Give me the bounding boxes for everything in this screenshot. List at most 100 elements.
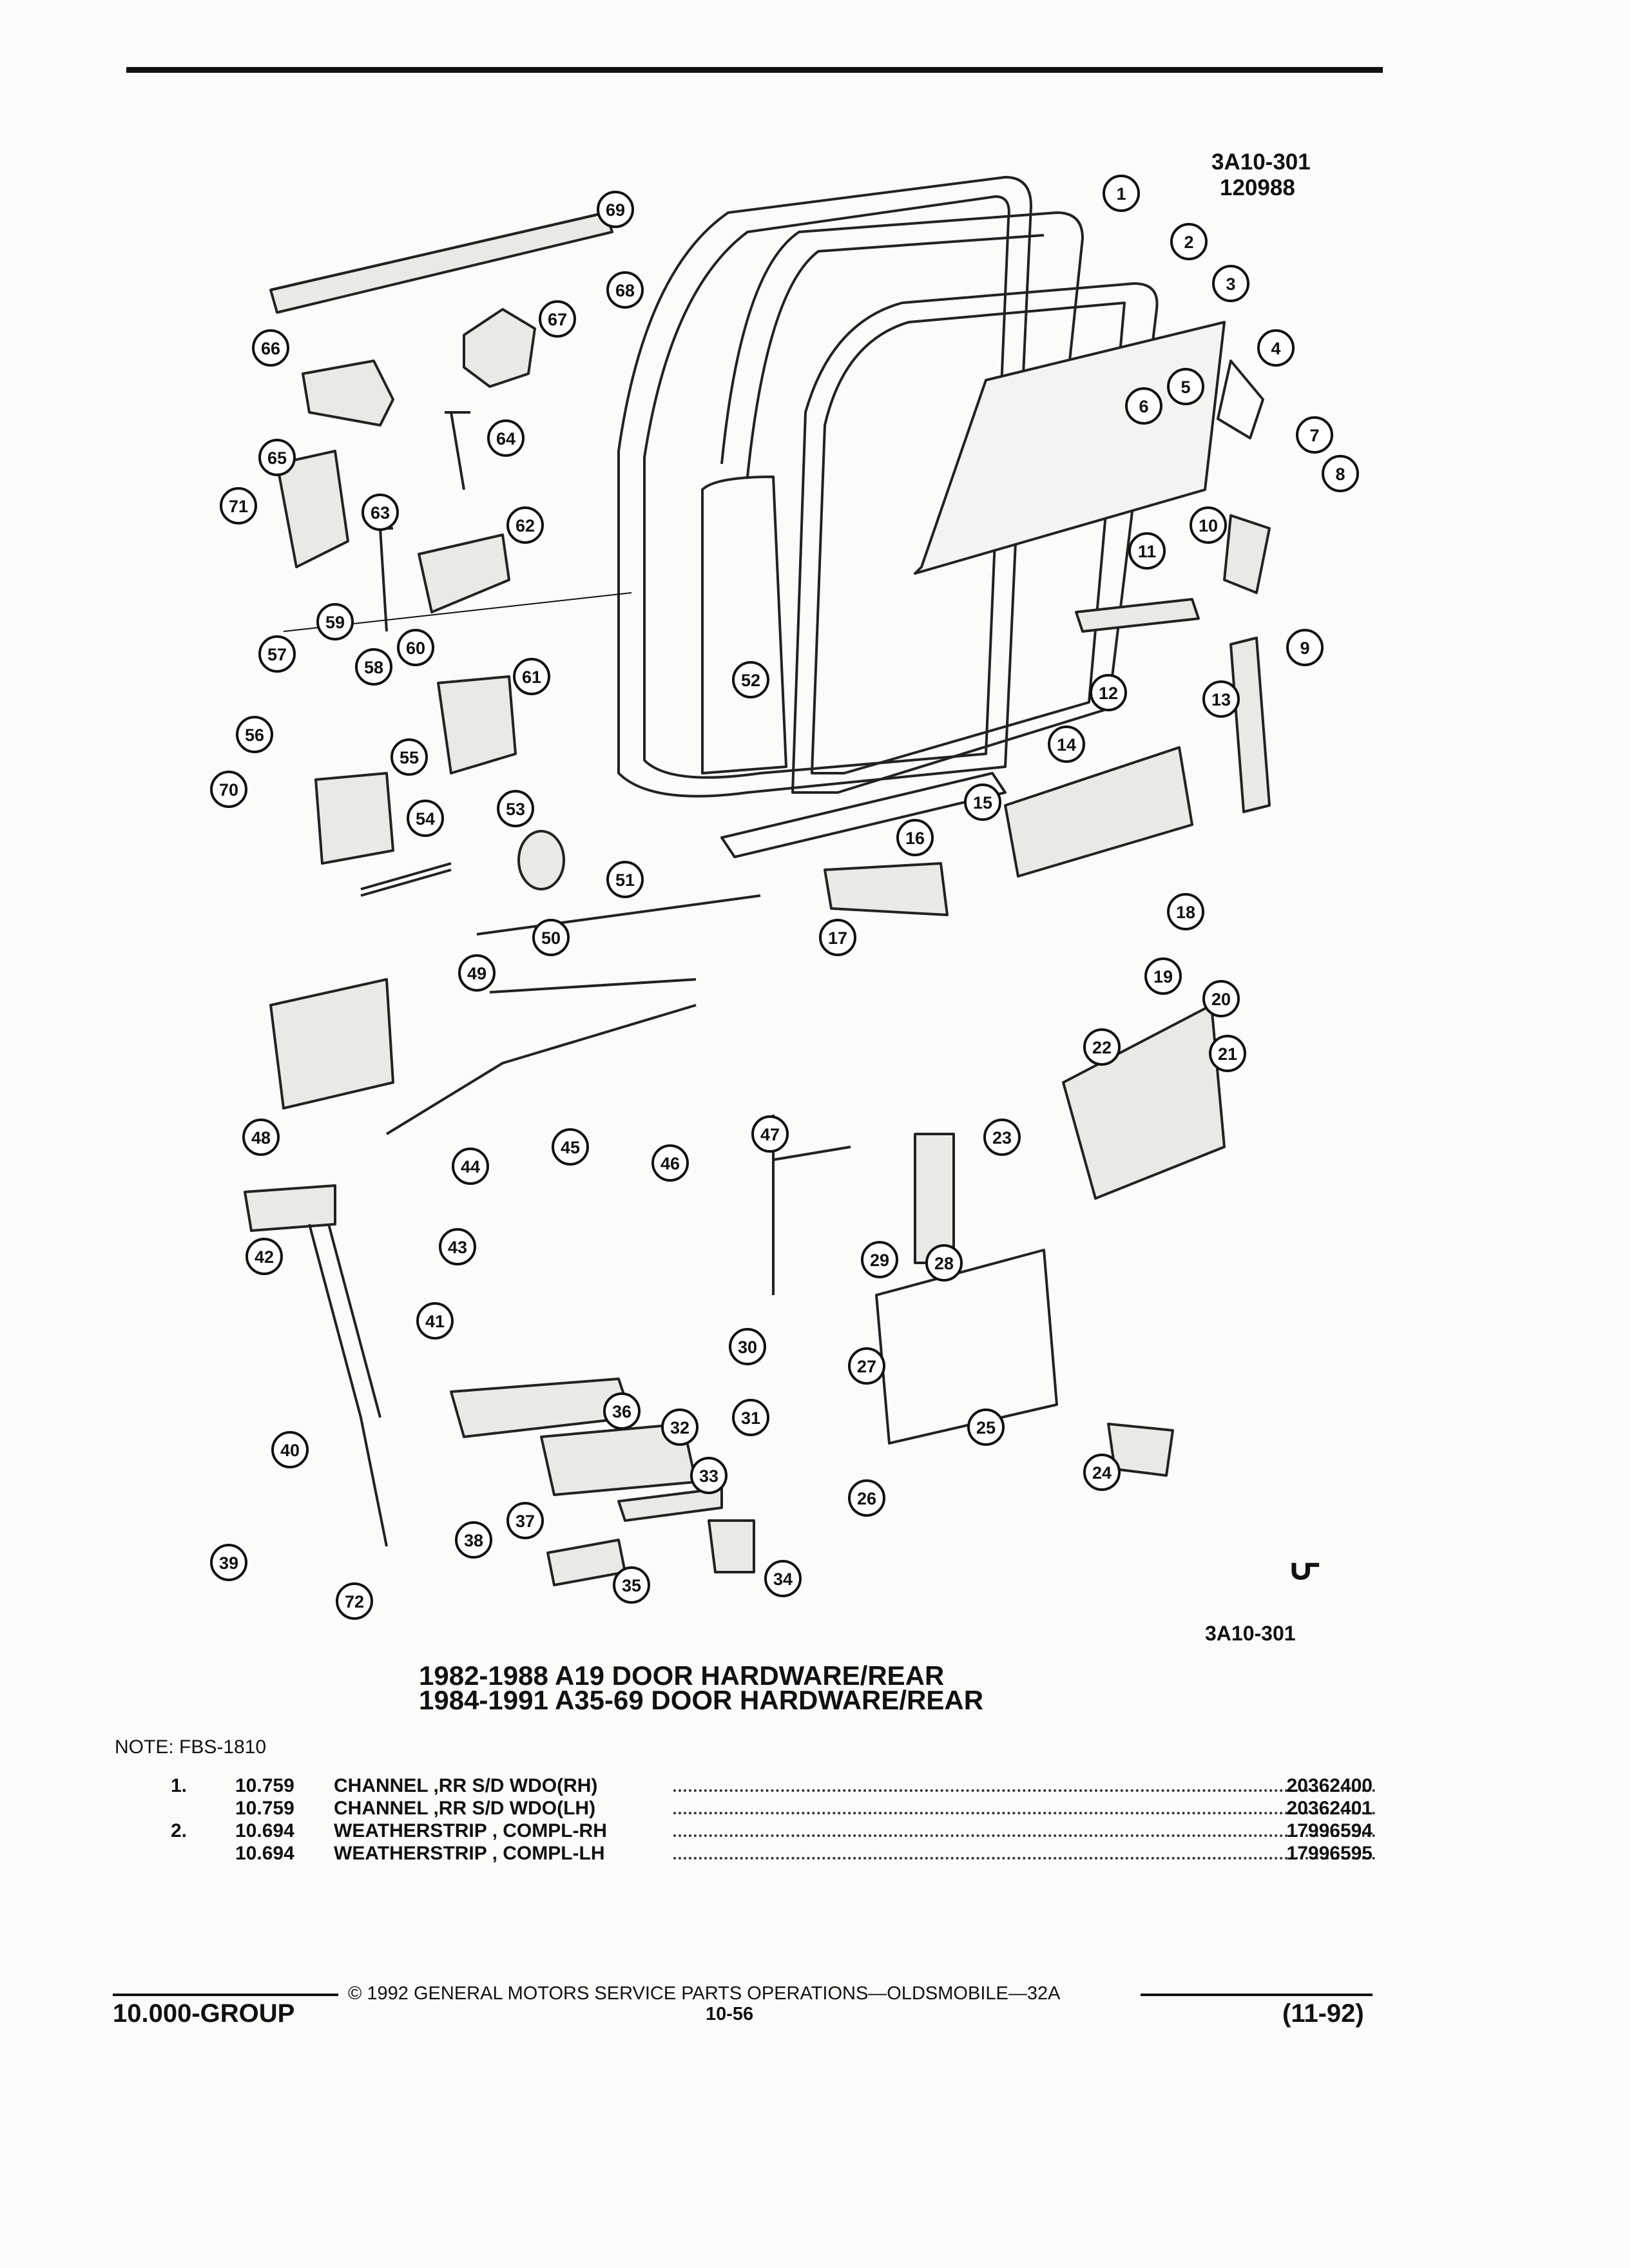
callout-11: 11 — [1128, 532, 1166, 570]
callout-circle — [764, 1560, 802, 1597]
callout-circle — [1202, 680, 1240, 718]
callout-31: 31 — [732, 1399, 769, 1436]
callout-number: 30 — [738, 1338, 757, 1357]
part-number: 17996594 — [1286, 1820, 1373, 1841]
callout-circle — [506, 506, 544, 544]
callout-7: 7 — [1296, 416, 1333, 454]
callout-number: 36 — [612, 1402, 631, 1421]
callout-45: 45 — [552, 1128, 589, 1166]
callout-number: 33 — [699, 1466, 718, 1486]
callout-circle — [210, 771, 247, 808]
callout-circle — [967, 1408, 1005, 1446]
callout-circle — [1322, 455, 1359, 492]
callout-number: 17 — [828, 928, 847, 948]
callout-9: 9 — [1286, 629, 1324, 666]
callout-24: 24 — [1083, 1454, 1121, 1491]
callout-5: 5 — [1167, 368, 1204, 405]
callout-number: 67 — [548, 310, 567, 329]
top-rule — [126, 67, 1383, 73]
callout-circle — [355, 648, 392, 686]
callout-number: 51 — [615, 870, 635, 890]
callout-circle — [1083, 1028, 1121, 1066]
callout-number: 3 — [1226, 274, 1235, 294]
callout-32: 32 — [661, 1408, 699, 1446]
callout-circle — [316, 603, 354, 640]
callout-67: 67 — [539, 300, 576, 338]
callout-number: 39 — [219, 1553, 238, 1573]
callout-circle — [397, 629, 434, 666]
description: WEATHERSTRIP , COMPL-LH — [334, 1843, 605, 1864]
callout-circle — [458, 954, 496, 992]
callout-46: 46 — [651, 1144, 689, 1182]
callout-12: 12 — [1090, 674, 1127, 711]
group-code: 10.694 — [235, 1820, 294, 1841]
callout-1: 1 — [1103, 175, 1140, 212]
callout-number: 44 — [461, 1157, 480, 1177]
callout-21: 21 — [1209, 1035, 1246, 1072]
callout-number: 58 — [364, 658, 383, 677]
callout-circle — [861, 1241, 898, 1278]
description: CHANNEL ,RR S/D WDO(RH) — [334, 1775, 598, 1796]
part-number: 20362400 — [1286, 1775, 1373, 1796]
callout-circle — [1202, 980, 1240, 1017]
callout-64: 64 — [487, 419, 525, 457]
callout-28: 28 — [925, 1244, 963, 1282]
callout-number: 7 — [1309, 426, 1319, 445]
callout-57: 57 — [258, 635, 296, 673]
callout-circle — [452, 1148, 489, 1185]
callout-number: 69 — [606, 200, 625, 220]
ref-code: 3A10-301 — [1211, 149, 1311, 175]
leader-dots — [673, 1789, 1376, 1792]
callout-38: 38 — [455, 1521, 492, 1559]
callout-circle — [390, 738, 428, 776]
callout-62: 62 — [506, 506, 544, 544]
callout-circle — [1296, 416, 1333, 454]
callout-circle — [1125, 387, 1162, 425]
callout-circle — [258, 439, 296, 476]
callout-circle — [1209, 1035, 1246, 1072]
callout-10: 10 — [1190, 506, 1227, 544]
callout-circle — [1144, 957, 1182, 995]
callout-circle — [1083, 1454, 1121, 1491]
callout-number: 37 — [516, 1512, 535, 1531]
callout-number: 46 — [660, 1154, 680, 1173]
callout-circle — [1128, 532, 1166, 570]
callout-34: 34 — [764, 1560, 802, 1597]
leader-dots — [673, 1857, 1376, 1860]
callout-33: 33 — [690, 1457, 728, 1494]
callout-number: 70 — [219, 780, 238, 800]
callout-23: 23 — [983, 1119, 1021, 1156]
callout-circle — [1257, 329, 1295, 367]
callout-number: 60 — [406, 639, 425, 658]
callout-number: 71 — [229, 497, 248, 516]
callout-circle — [925, 1244, 963, 1282]
callout-65: 65 — [258, 439, 296, 476]
callout-number: 29 — [870, 1251, 889, 1270]
callout-number: 23 — [992, 1128, 1012, 1148]
callout-number: 9 — [1300, 639, 1309, 658]
callout-number: 13 — [1211, 690, 1231, 709]
callout-circle — [236, 716, 273, 753]
callout-number: 65 — [267, 448, 287, 468]
callout-number: 48 — [251, 1128, 271, 1148]
callout-circle — [983, 1119, 1021, 1156]
callout-number: 31 — [741, 1408, 760, 1428]
callout-circle — [220, 487, 257, 524]
callout-circle — [964, 783, 1001, 821]
callout-53: 53 — [497, 790, 534, 827]
callout-circle — [751, 1115, 789, 1153]
callout-circle — [336, 1582, 373, 1620]
callout-4: 4 — [1257, 329, 1295, 367]
title-line-1: 1982-1988 A19 DOOR HARDWARE/REAR — [419, 1660, 945, 1691]
callout-17: 17 — [819, 919, 856, 956]
callout-circle — [1212, 265, 1249, 302]
callout-60: 60 — [397, 629, 434, 666]
callout-number: 68 — [615, 281, 635, 300]
callout-14: 14 — [1048, 726, 1085, 763]
callout-35: 35 — [613, 1566, 650, 1604]
callout-circle — [487, 419, 525, 457]
callout-number: 52 — [741, 671, 760, 690]
description: WEATHERSTRIP , COMPL-RH — [334, 1820, 607, 1841]
callout-circle — [729, 1328, 766, 1365]
